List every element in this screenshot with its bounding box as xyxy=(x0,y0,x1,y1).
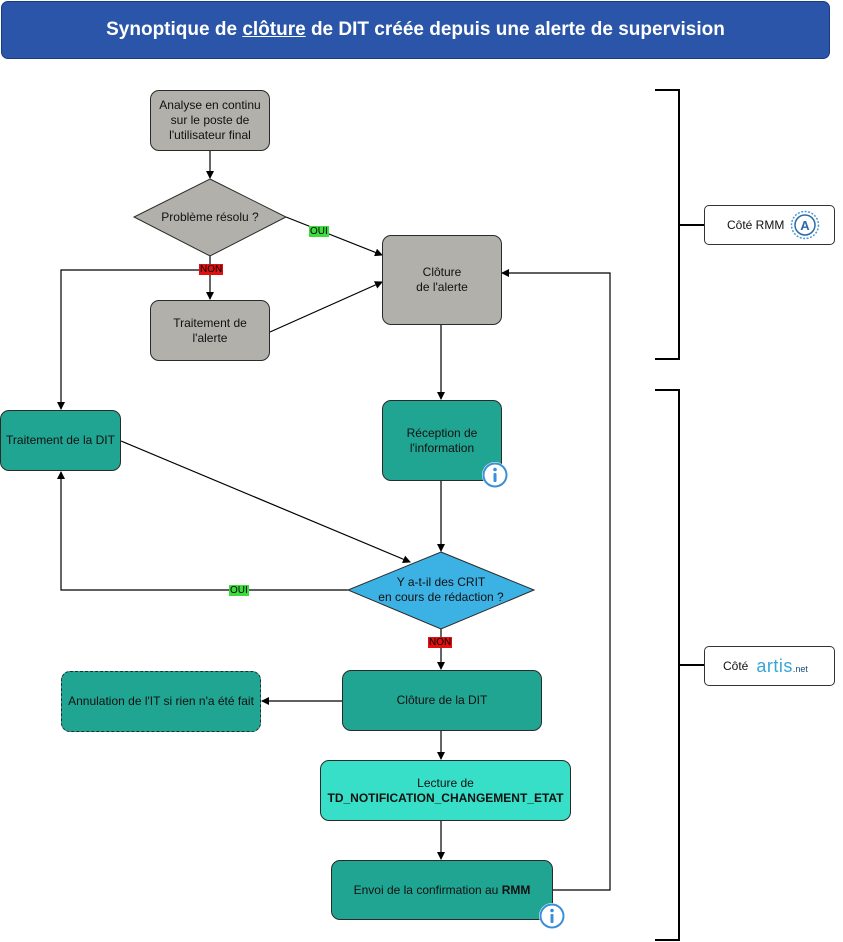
info-icon xyxy=(539,903,565,929)
artis-logo: artis xyxy=(756,655,793,676)
edge-probleme-cloture xyxy=(285,216,383,257)
reception-line1: Réception de xyxy=(406,425,478,440)
side-rmm: Côté RMM A xyxy=(704,205,835,245)
node-crit-label: Y a-t-il des CRIT en cours de rédaction … xyxy=(360,574,522,606)
node-traitement-alerte: Traitement de l'alerte xyxy=(150,300,270,361)
node-lecture: Lecture de TD_NOTIFICATION_CHANGEMENT_ET… xyxy=(320,760,571,821)
node-probleme-resolu-label: Problème résolu ? xyxy=(161,209,259,224)
diagram-title: Synoptique de clôture de DIT créée depui… xyxy=(1,1,830,59)
side-rmm-label: Côté RMM xyxy=(727,218,785,232)
title-prefix: Synoptique de xyxy=(106,19,243,40)
decision-crit xyxy=(346,551,536,630)
edge-dit-crit xyxy=(120,440,411,563)
decision-probleme-resolu xyxy=(132,178,288,257)
node-envoi: Envoi de la confirmation au RMM xyxy=(331,860,553,920)
edge-traitement-cloture xyxy=(269,281,383,333)
envoi-prefix: Envoi de la confirmation au xyxy=(353,882,502,897)
node-cloture-alerte: Clôture de l'alerte xyxy=(382,235,502,325)
edge-label-non: NON xyxy=(199,264,224,275)
rmm-logo-letter: A xyxy=(801,218,811,233)
node-annulation: Annulation de l'IT si rien n'a été fait xyxy=(61,671,261,732)
edge-label-oui: OUI xyxy=(229,585,249,596)
edge-envoi-cloture xyxy=(501,269,611,891)
bracket-artis xyxy=(655,389,680,941)
rmm-logo: A xyxy=(791,210,820,240)
cloture-alerte-line1: Clôture xyxy=(422,265,462,279)
info-icon xyxy=(482,462,508,488)
crit-line1: Y a-t-il des CRIT xyxy=(396,575,486,589)
edge-crit-dit xyxy=(57,471,348,591)
title-suffix: de DIT créée depuis une alerte de superv… xyxy=(305,19,725,40)
bracket-rmm xyxy=(655,89,680,360)
title-underlined: clôture xyxy=(242,19,306,40)
node-analyse: Analyse en continu sur le poste de l'uti… xyxy=(150,90,270,151)
envoi-bold: RMM xyxy=(501,882,531,897)
reception-line2: l'information xyxy=(409,440,475,455)
artis-logo-suffix: .net xyxy=(792,664,808,674)
node-reception: Réception de l'information xyxy=(382,400,502,481)
side-artis-label: Côté xyxy=(723,659,749,673)
cloture-alerte-line2: de l'alerte xyxy=(416,280,468,294)
lecture-line1: Lecture de xyxy=(417,775,474,790)
edge-label-oui: OUI xyxy=(309,226,329,237)
crit-line2: en cours de rédaction ? xyxy=(378,590,504,604)
edge-label-non: NON xyxy=(428,637,453,648)
edge-probleme-dit xyxy=(57,269,210,410)
side-artis: Côté artis.net xyxy=(704,646,835,686)
node-cloture-dit: Clôture de la DIT xyxy=(342,670,542,731)
node-traitement-dit: Traitement de la DIT xyxy=(0,410,121,471)
lecture-line2: TD_NOTIFICATION_CHANGEMENT_ETAT xyxy=(327,790,564,805)
